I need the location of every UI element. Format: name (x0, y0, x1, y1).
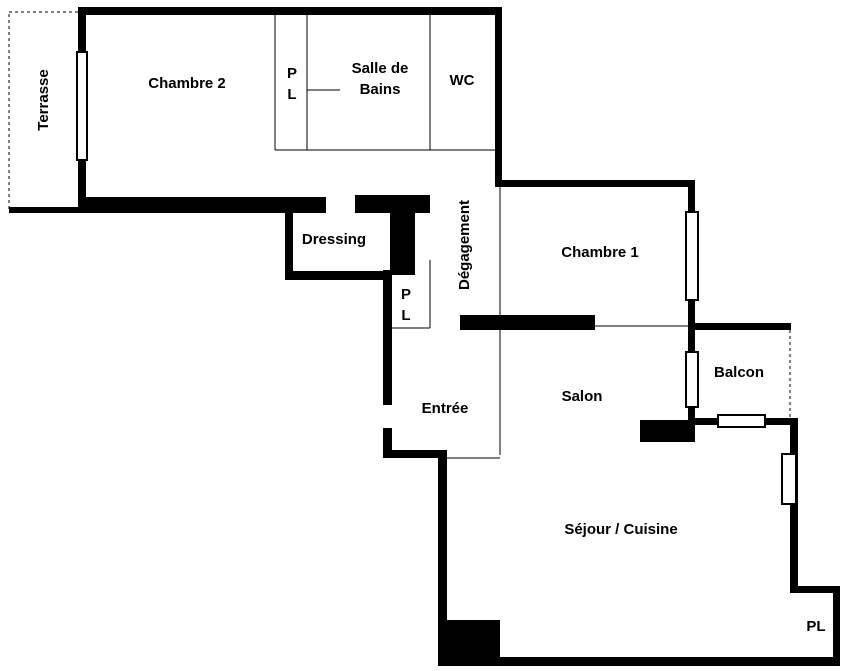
wall-pl-top (790, 586, 840, 593)
wall-terrasse-bottom (9, 207, 86, 213)
label-sdb-2: Bains (360, 81, 401, 98)
wall-chambre1-right (688, 180, 695, 425)
wall-top (80, 7, 500, 15)
label-sdb-1: Salle de (352, 60, 409, 77)
wall-bottom (438, 657, 840, 666)
label-salon: Salon (562, 388, 603, 405)
wall-kitchen-corner (447, 620, 500, 660)
wall-dressing-pillar (390, 195, 415, 275)
wall-pl-right (833, 586, 840, 666)
label-wc: WC (450, 72, 475, 89)
wall-salon-pillar (640, 420, 695, 442)
label-sejour: Séjour / Cuisine (564, 521, 677, 538)
label-entree: Entrée (422, 400, 469, 417)
label-chambre2: Chambre 2 (148, 75, 226, 92)
wall-wc-right (495, 7, 502, 187)
label-balcon: Balcon (714, 364, 764, 381)
window-chambre2 (76, 51, 88, 161)
wall-entree-bottom (383, 450, 447, 458)
label-pl-top-l: L (287, 86, 296, 103)
wall-dressing-bottom (285, 271, 390, 280)
label-dressing: Dressing (302, 231, 366, 248)
wall-chambre1-top (495, 180, 695, 187)
window-sejour (781, 453, 797, 505)
wall-chambre2-left-top (78, 7, 86, 52)
label-terrasse: Terrasse (35, 69, 52, 130)
window-salon (685, 351, 699, 408)
wall-entree-left-bottom (383, 428, 392, 458)
label-pl-top-p: P (287, 65, 297, 82)
wall-sejour-right (790, 418, 798, 593)
wall-dressing-left (285, 210, 293, 280)
label-pl-mid-l: L (401, 307, 410, 324)
wall-balcon-top (688, 323, 791, 330)
label-degagement: Dégagement (456, 200, 473, 290)
label-chambre1: Chambre 1 (561, 244, 639, 261)
wall-salon-partition (460, 315, 595, 330)
wall-sejour-left (438, 450, 447, 666)
wall-chambre2-left-bottom (78, 160, 86, 210)
wall-entree-left-top (383, 270, 392, 405)
label-pl-bottom: PL (806, 618, 825, 635)
wall-chambre2-bottom (80, 197, 326, 213)
window-chambre1 (685, 211, 699, 301)
window-balcon (717, 414, 766, 428)
label-pl-mid-p: P (401, 286, 411, 303)
